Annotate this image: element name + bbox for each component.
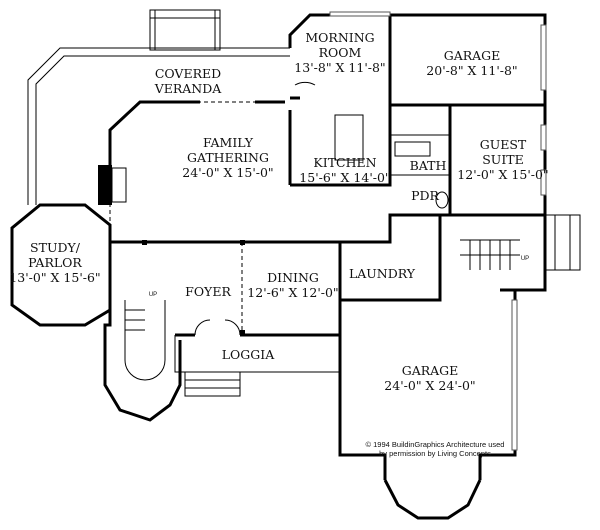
bath-label: BATH <box>409 158 447 173</box>
stair-up-left: UP <box>148 292 158 298</box>
foyer-label: FOYER <box>185 284 231 299</box>
loggia-label: LOGGIA <box>221 347 275 362</box>
stair-up-right: UP <box>520 256 530 262</box>
fireplace <box>98 165 112 205</box>
copyright-credit: © 1994 BuildinGraphics Architecture used… <box>365 440 505 458</box>
veranda-outline <box>27 47 290 240</box>
laundry-label: LAUNDRY <box>348 266 416 281</box>
deck <box>149 9 221 51</box>
walls-main <box>10 203 581 520</box>
stairs-right <box>460 239 520 270</box>
pdr-label: PDR <box>411 188 439 203</box>
